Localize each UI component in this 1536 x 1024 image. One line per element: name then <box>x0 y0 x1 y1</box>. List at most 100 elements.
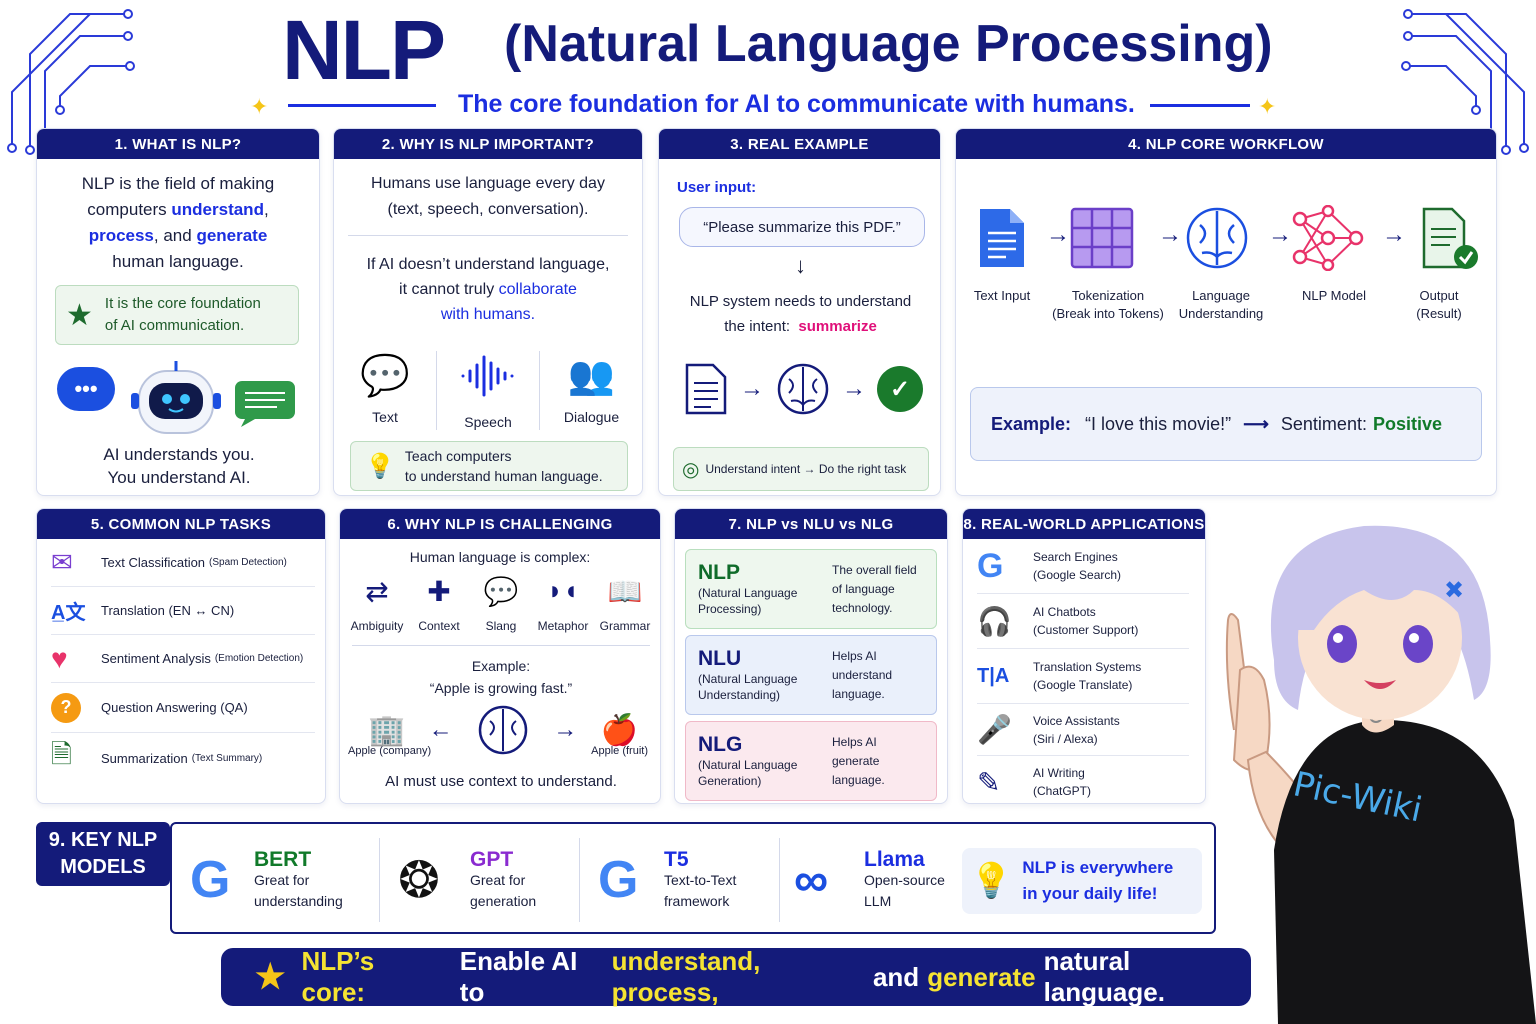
app-sublabel: (Google Search) <box>1033 568 1122 582</box>
term-name: NLG <box>698 733 743 756</box>
keyword-with-humans: with humans. <box>440 306 536 323</box>
example-label: Example: <box>471 658 531 674</box>
app-label: AI Chatbots <box>1033 605 1096 619</box>
arrow-icon: → <box>1158 221 1182 248</box>
mask-icon: ◗◖ <box>547 575 579 605</box>
keyword-generate: generate <box>196 226 268 245</box>
term-full: Generation) <box>698 774 762 788</box>
arrow-icon: → <box>740 375 764 402</box>
challenge-context: ✚ Context <box>408 575 470 633</box>
challenge-grammar: 📖Grammar <box>594 575 656 633</box>
model-desc: Text-to-Text <box>664 871 737 888</box>
app-sublabel: (ChatGPT) <box>1033 784 1092 798</box>
header-rule-left <box>288 104 436 107</box>
robot-icon <box>131 361 221 434</box>
task-item: ✉Text Classification(Spam Detection) <box>51 539 315 587</box>
panel-workflow: 4. NLP CORE WORKFLOW → → → → Text Input … <box>955 128 1497 496</box>
brain-icon <box>777 363 829 415</box>
step-label: Language <box>1192 288 1250 303</box>
sparkle-icon: ✦ <box>1258 94 1277 119</box>
circuit-decoration-left <box>7 9 135 155</box>
sparkle-icon: ✦ <box>250 94 269 119</box>
banner-text: Enable AI to <box>459 946 578 1007</box>
comma: , <box>263 200 269 219</box>
task-label: Question Answering (QA) <box>101 700 248 715</box>
model-name: BERT <box>254 847 312 871</box>
modality-label: Dialogue <box>563 409 620 425</box>
signpost-icon: ⇄ <box>365 576 389 607</box>
message-icon <box>235 381 295 427</box>
term-full: Processing) <box>698 602 762 616</box>
circuit-decoration-right <box>1401 9 1529 155</box>
definition-text: NLP is the field of making computers und… <box>37 171 319 275</box>
google-icon: G <box>598 851 639 909</box>
arrow-icon: → <box>1382 221 1406 248</box>
model-desc: Open-source <box>864 871 945 888</box>
tip-line: in your daily life! <box>1022 884 1158 903</box>
app-item: 🎤Voice Assistants(Siri / Alexa) <box>977 704 1189 756</box>
task-item: ?Question Answering (QA) <box>51 683 315 733</box>
term-desc: Helps AI <box>832 734 877 749</box>
task-item: 🗎Summarization(Text Summary) <box>51 733 315 783</box>
teach-box: 💡 Teach computers to understand human la… <box>350 441 628 491</box>
definition-line: computers <box>87 200 172 219</box>
intent-line: the intent: <box>724 318 791 335</box>
tip-line: NLP is everywhere <box>1022 858 1174 877</box>
challenge-footer: AI must use context to understand. <box>385 773 617 790</box>
divider <box>348 235 628 236</box>
arrow-icon: → <box>1268 221 1292 248</box>
app-sublabel: (Siri / Alexa) <box>1033 731 1098 746</box>
foundation-box: ★ It is the core foundation of AI commun… <box>55 285 299 345</box>
term-full: (Natural Language <box>698 672 798 686</box>
panel-title: 5. COMMON NLP TASKS <box>37 509 325 539</box>
modality-label: Text <box>372 409 398 425</box>
puzzle-icon: ✚ <box>427 576 451 607</box>
meta-icon: ∞ <box>794 853 829 907</box>
foundation-line: of AI communication. <box>104 317 245 334</box>
header-rule-right <box>1150 104 1250 107</box>
panel-title: 1. WHAT IS NLP? <box>37 129 319 159</box>
challenge-label: Ambiguity <box>350 619 404 633</box>
term-desc: Helps AI <box>832 648 877 663</box>
step-label: Tokenization <box>1071 288 1145 303</box>
envelope-icon: ✉ <box>51 547 73 577</box>
arrow-icon: → <box>1046 221 1070 248</box>
user-input-label: User input: <box>677 179 757 196</box>
term-desc: of language <box>832 581 895 596</box>
panel-real-example: 3. REAL EXAMPLE User input: “Please summ… <box>658 128 941 496</box>
challenge-label: Metaphor <box>537 619 589 633</box>
challenge-label: Slang <box>485 619 517 633</box>
step-nlp-model: NLP Model <box>1274 287 1394 323</box>
app-sublabel: (Google Translate) <box>1033 678 1133 692</box>
tagline: AI understands you. You understand AI. <box>37 443 319 489</box>
keyword-process: process <box>88 226 154 245</box>
panel-title: 6. WHY NLP IS CHALLENGING <box>340 509 660 539</box>
keyword-understand: understand <box>171 200 264 219</box>
intent-footer-text: Understand intent → Do the right task <box>705 462 907 476</box>
foundation-line: It is the core foundation <box>104 295 261 312</box>
panel-title: 7. NLP vs NLU vs NLG <box>675 509 947 539</box>
term-desc: The overall field <box>832 562 917 577</box>
intent-flow: → → ✓ <box>683 361 923 417</box>
translate-icon: T|A <box>977 664 1010 687</box>
brain-icon <box>1186 207 1248 269</box>
key-models-title-line: 9. KEY NLP <box>48 829 158 851</box>
panel-title: 3. REAL EXAMPLE <box>659 129 940 159</box>
task-sublabel: (Text Summary) <box>191 752 263 764</box>
step-label: Output <box>1419 288 1459 303</box>
summary-doc-icon: 🗎 <box>51 739 72 769</box>
example-quote: “I love this movie!” <box>1085 413 1232 434</box>
step-output: Output(Result) <box>1394 287 1484 323</box>
page-title-full: (Natural Language Processing) <box>504 15 1273 73</box>
app-label: AI Writing <box>1033 766 1085 780</box>
task-label: Text Classification <box>101 555 206 570</box>
speech-bubble-icon: 💬 <box>483 576 519 607</box>
brain-icon <box>478 705 528 755</box>
challenge-label: Context <box>418 619 460 633</box>
app-label: Search Engines <box>1033 550 1118 564</box>
